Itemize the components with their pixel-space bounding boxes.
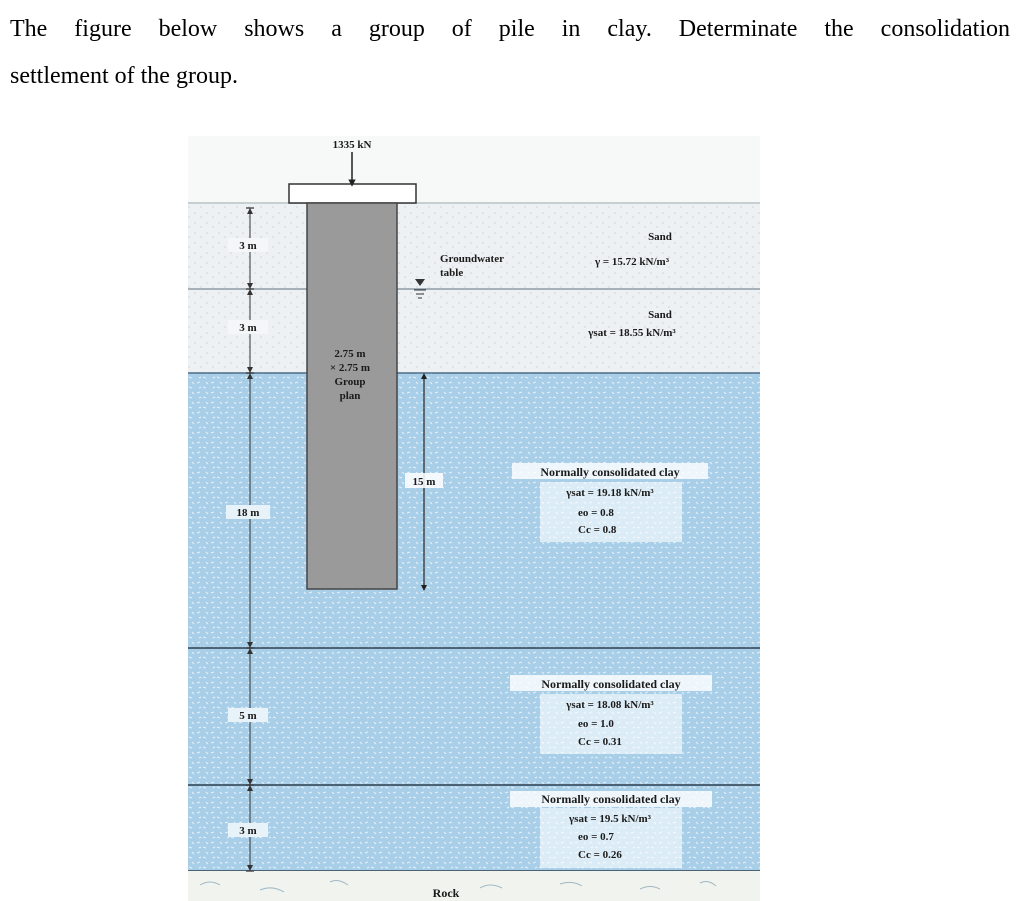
question-text: The figure below shows a group of pile i…: [10, 6, 1010, 100]
question-line-2: settlement of the group.: [10, 63, 238, 89]
depth-label-4: 5 m: [239, 710, 256, 722]
layer-2-name: Sand: [648, 309, 672, 321]
group-plan-line-4: plan: [340, 390, 361, 402]
pile-cap: [288, 183, 417, 204]
layer-4-prop-3: Cc = 0.31: [578, 736, 622, 748]
group-plan-line-3: Group: [335, 376, 366, 388]
rock-label: Rock: [433, 886, 460, 900]
groundwater-label-1: Groundwater: [440, 253, 504, 265]
layer-2-prop: γsat = 18.55 kN/m³: [587, 327, 676, 339]
layer-3-prop-2: eo = 0.8: [578, 507, 614, 519]
layer-4-name: Normally consolidated clay: [541, 677, 680, 691]
layer-4-prop-1: γsat = 18.08 kN/m³: [565, 699, 654, 711]
load-label: 1335 kN: [333, 139, 372, 151]
sand-layer-1: [188, 203, 760, 289]
depth-label-2: 3 m: [239, 322, 256, 334]
groundwater-label-2: table: [440, 267, 463, 279]
depth-label-3: 18 m: [237, 507, 260, 519]
question-line-1: The figure below shows a group of pile i…: [10, 16, 1010, 42]
layer-4-prop-2: eo = 1.0: [578, 718, 614, 730]
layer-1-prop: γ = 15.72 kN/m³: [594, 256, 670, 268]
rock-layer: [188, 871, 760, 901]
layer-5-name: Normally consolidated clay: [541, 792, 680, 806]
water-table-symbol: [415, 279, 425, 286]
sand-layer-2: [188, 289, 760, 373]
group-plan-line-1: 2.75 m: [334, 348, 365, 360]
group-plan-line-2: × 2.75 m: [330, 362, 370, 374]
layer-3-prop-3: Cc = 0.8: [578, 524, 617, 536]
layer-3-name: Normally consolidated clay: [540, 465, 679, 479]
layer-3-prop-1: γsat = 19.18 kN/m³: [565, 487, 654, 499]
layer-1-name: Sand: [648, 231, 672, 243]
layer-5-prop-2: eo = 0.7: [578, 831, 614, 843]
depth-label-1: 3 m: [239, 240, 256, 252]
depth-label-5: 3 m: [239, 825, 256, 837]
pile-group: [306, 202, 398, 590]
pile-length-label: 15 m: [413, 476, 436, 488]
layer-5-prop-3: Cc = 0.26: [578, 849, 622, 861]
layer-5-prop-1: γsat = 19.5 kN/m³: [568, 813, 652, 825]
